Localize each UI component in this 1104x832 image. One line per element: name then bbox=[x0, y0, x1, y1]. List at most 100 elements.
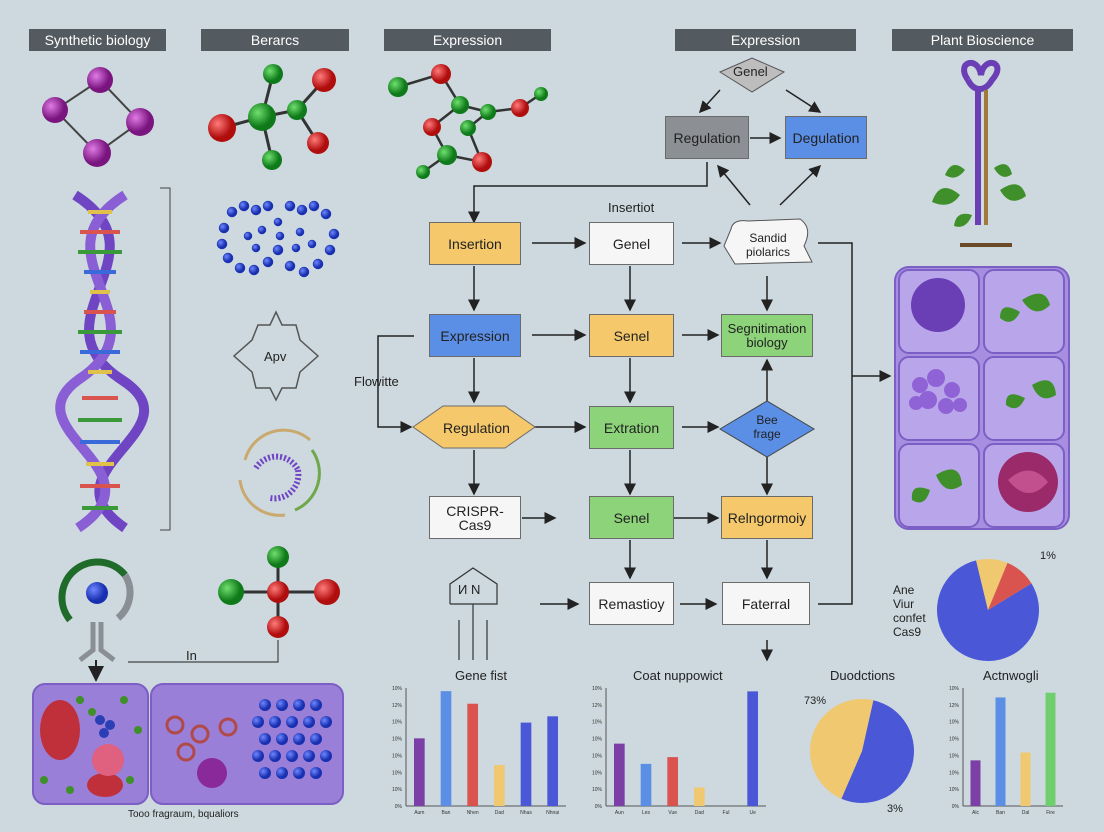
pie-slice-4-2 bbox=[988, 562, 1032, 610]
ytick-1-0: 10% bbox=[592, 686, 603, 692]
pie-legend-1: Viur bbox=[893, 597, 915, 611]
regulation-top-node: Regulation bbox=[665, 116, 749, 159]
bar-1-3 bbox=[694, 787, 705, 806]
xtick-3-0: Alc bbox=[972, 810, 979, 816]
xtick-1-4: Ful bbox=[723, 810, 730, 816]
header-berarcs: Berarcs bbox=[201, 29, 349, 51]
ytick-0-2: 10% bbox=[392, 720, 403, 726]
ytick-0-1: 12% bbox=[392, 703, 403, 709]
in-connector bbox=[128, 640, 279, 663]
xtick-3-2: Dal bbox=[1022, 810, 1030, 816]
flow-arrows bbox=[377, 89, 892, 662]
chart-title-duodctions: Duodctions bbox=[830, 668, 896, 683]
faterral-node: Faterral bbox=[722, 582, 810, 625]
ytick-0-6: 10% bbox=[392, 787, 403, 793]
nn-symbol-label: И N bbox=[458, 582, 481, 597]
ytick-0-7: 0% bbox=[395, 804, 403, 810]
expression-node: Expression bbox=[429, 314, 521, 357]
gene-diamond bbox=[718, 57, 786, 93]
ytick-1-5: 10% bbox=[592, 770, 603, 776]
xtick-1-0: Aun bbox=[615, 810, 624, 816]
bar-0-0 bbox=[414, 738, 425, 806]
header-expression-1: Expression bbox=[384, 29, 551, 51]
ytick-1-7: 0% bbox=[595, 804, 603, 810]
bar-0-5 bbox=[547, 716, 558, 806]
bee-diamond bbox=[719, 400, 815, 458]
xtick-0-2: Nhen bbox=[467, 810, 479, 816]
xtick-0-4: Nhas bbox=[520, 810, 532, 816]
ytick-1-1: 12% bbox=[592, 703, 603, 709]
header-synthetic-biology: Synthetic biology bbox=[29, 29, 166, 51]
bar-3-1 bbox=[995, 697, 1006, 806]
pie-legend-0: Ane bbox=[893, 583, 915, 597]
pie-slice-4-1 bbox=[976, 559, 1008, 610]
chart-title-coat: Coat nuppowict bbox=[633, 668, 723, 683]
xtick-1-3: Dad bbox=[695, 810, 704, 816]
ytick-3-3: 10% bbox=[949, 737, 960, 743]
xtick-3-1: Ban bbox=[996, 810, 1005, 816]
blue-bead-network-icon bbox=[216, 200, 340, 278]
xtick-1-5: Ue bbox=[749, 810, 756, 816]
ytick-3-7: 0% bbox=[952, 804, 960, 810]
bar-3-0 bbox=[970, 760, 981, 806]
ytick-0-4: 10% bbox=[392, 753, 403, 759]
in-label: In bbox=[186, 648, 197, 663]
plasmid-ring-icon bbox=[238, 428, 321, 517]
ytick-1-2: 10% bbox=[592, 720, 603, 726]
header-expression-2: Expression bbox=[675, 29, 856, 51]
pie-slice-2-0 bbox=[841, 700, 914, 803]
bar-3-3 bbox=[1045, 692, 1056, 806]
bar-1-0 bbox=[614, 743, 625, 806]
bottom-caption: Tooo fragraum, bqualiors bbox=[128, 809, 239, 820]
pie-label-3: 3% bbox=[887, 803, 903, 815]
chart-title-actnwogli: Actnwogli bbox=[983, 668, 1039, 683]
pie-slice-2-1 bbox=[809, 699, 874, 799]
bar-1-2 bbox=[667, 757, 678, 806]
ytick-3-4: 10% bbox=[949, 753, 960, 759]
insertiot-label: Insertiot bbox=[608, 200, 655, 215]
apv-label: Apv bbox=[264, 349, 287, 364]
nn-symbol-icon bbox=[449, 567, 498, 660]
flowitte-label: Flowitte bbox=[354, 374, 399, 389]
chart-title-gene-fist: Gene fist bbox=[455, 668, 508, 683]
pie-legend-2: confet bbox=[893, 611, 926, 625]
gene-top-label: Genel bbox=[733, 64, 768, 79]
insertion-node: Insertion bbox=[429, 222, 521, 265]
apv-shape-icon bbox=[232, 310, 320, 402]
purple-molecule-icon bbox=[42, 67, 154, 167]
xtick-0-0: Aum bbox=[414, 810, 424, 816]
bar-0-1 bbox=[440, 691, 452, 806]
cell-grid bbox=[894, 266, 1070, 530]
remastioy-node: Remastioy bbox=[589, 582, 674, 625]
genel-node: Genel bbox=[589, 222, 674, 265]
bar-1-1 bbox=[640, 763, 652, 806]
pie-label-73: 73% bbox=[804, 695, 827, 707]
senel-node-2: Senel bbox=[589, 496, 674, 539]
segnitimation-node: Segnitimation biology bbox=[721, 314, 813, 357]
bar-0-2 bbox=[467, 703, 478, 806]
regulation-label: Regulation bbox=[443, 420, 510, 436]
xtick-1-2: Vue bbox=[668, 810, 677, 816]
bar-0-4 bbox=[520, 722, 532, 806]
ytick-1-4: 10% bbox=[592, 753, 603, 759]
xtick-0-3: Dad bbox=[495, 810, 504, 816]
sandid-label: Sandid piolarics bbox=[745, 231, 790, 259]
regulation-hex bbox=[412, 405, 536, 449]
sandid-shape bbox=[723, 218, 813, 265]
ytick-3-2: 10% bbox=[949, 720, 960, 726]
ytick-3-6: 10% bbox=[949, 787, 960, 793]
ytick-0-5: 10% bbox=[392, 770, 403, 776]
ytick-3-5: 10% bbox=[949, 770, 960, 776]
plant-knot-icon bbox=[932, 59, 1026, 247]
crispr-node: CRISPR-Cas9 bbox=[429, 496, 521, 539]
bee-label: Bee frage bbox=[753, 413, 781, 441]
degulation-node: Degulation bbox=[785, 116, 867, 159]
ytick-0-0: 10% bbox=[392, 686, 403, 692]
bar-0-3 bbox=[494, 765, 505, 806]
extration-node: Extration bbox=[589, 406, 674, 449]
ytick-3-1: 12% bbox=[949, 703, 960, 709]
xtick-0-1: Ban bbox=[442, 810, 451, 816]
ytick-0-3: 10% bbox=[392, 737, 403, 743]
